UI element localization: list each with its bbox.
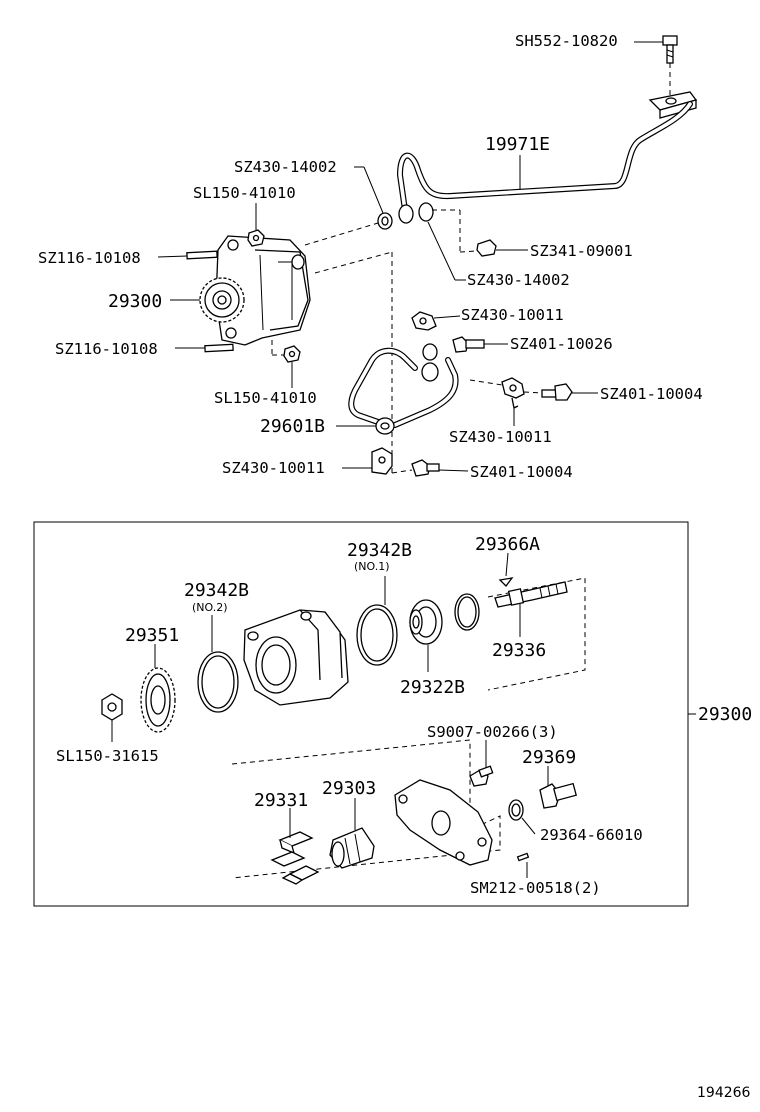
label-sl150-41010-lower: SL150-41010	[214, 389, 317, 407]
label-19971e: 19971E	[485, 134, 550, 155]
gear-29351[interactable]	[140, 667, 176, 733]
label-sz401-10026: SZ401-10026	[510, 335, 613, 353]
oil-pipe-19971e[interactable]	[397, 101, 693, 224]
pump-end-plate[interactable]	[394, 779, 493, 866]
label-29366a: 29366A	[475, 534, 540, 555]
label-no1: (NO.1)	[354, 560, 390, 573]
label-no2: (NO.2)	[192, 601, 228, 614]
bolt-sz341-09001[interactable]	[459, 239, 497, 257]
label-sz341-09001: SZ341-09001	[530, 242, 633, 260]
gasket-sz430-14002-upper[interactable]	[377, 212, 393, 230]
bolt-sz401-10004-a[interactable]	[469, 379, 573, 401]
vacuum-pump-assembly-upper[interactable]	[199, 235, 311, 346]
clamp-sz430-10011-b[interactable]	[501, 377, 525, 409]
label-sz430-14002-upper: SZ430-14002	[234, 158, 337, 176]
label-sm212-00518: SM212-00518(2)	[470, 879, 601, 897]
label-29300-box: 29300	[698, 704, 752, 725]
label-s9007-00266: S9007-00266(3)	[427, 723, 558, 741]
label-sz401-10004-b: SZ401-10004	[470, 463, 573, 481]
label-sl150-31615: SL150-31615	[56, 747, 159, 765]
label-29322b: 29322B	[400, 677, 465, 698]
clamp-sz430-10011-c[interactable]	[371, 447, 393, 475]
label-29351: 29351	[125, 625, 179, 646]
nut-sl150-41010-lower[interactable]	[271, 340, 301, 363]
pump-housing[interactable]	[243, 609, 349, 706]
bolt-sh552-10820[interactable]	[662, 35, 678, 100]
nut-sl150-31615[interactable]	[101, 693, 123, 721]
valve-29369[interactable]	[539, 782, 578, 809]
label-29331: 29331	[254, 790, 308, 811]
label-29342b-no1: 29342B	[347, 540, 412, 561]
label-sz430-14002-mid: SZ430-14002	[467, 271, 570, 289]
shaft-29336[interactable]	[494, 581, 568, 608]
label-sh552-10820: SH552-10820	[515, 32, 618, 50]
clamp-sz430-10011-a[interactable]	[411, 311, 437, 331]
nut-sl150-41010-upper[interactable]	[247, 229, 265, 247]
vanes-29331[interactable]	[270, 831, 320, 885]
label-sz401-10004-a: SZ401-10004	[600, 385, 703, 403]
rotor-29303[interactable]	[329, 827, 375, 869]
label-sz430-10011-b: SZ430-10011	[449, 428, 552, 446]
label-29369: 29369	[522, 747, 576, 768]
stud-sz116-10108-upper[interactable]	[186, 250, 218, 260]
label-sz116-10108-lower: SZ116-10108	[55, 340, 158, 358]
label-29342b-no2: 29342B	[184, 580, 249, 601]
label-sz116-10108-upper: SZ116-10108	[38, 249, 141, 267]
bolt-sz401-10026[interactable]	[452, 336, 485, 353]
stud-sz116-10108-lower[interactable]	[204, 343, 234, 353]
o-ring-29342b-no1[interactable]	[356, 604, 398, 666]
label-29303: 29303	[322, 778, 376, 799]
label-29336: 29336	[492, 640, 546, 661]
pin-sm212-00518[interactable]	[516, 852, 530, 862]
bolt-sz401-10004-b[interactable]	[391, 459, 440, 477]
o-ring-29342b-no2[interactable]	[197, 651, 239, 713]
label-sz430-10011-a: SZ430-10011	[461, 306, 564, 324]
diagram-id: 194266	[697, 1085, 751, 1101]
snap-ring[interactable]	[454, 593, 480, 631]
bolt-s9007-00266[interactable]	[469, 765, 494, 787]
label-29300-upper: 29300	[108, 291, 162, 312]
label-29364-66010: 29364-66010	[540, 826, 643, 844]
gasket-29364-66010[interactable]	[508, 799, 524, 821]
bearing-29322b[interactable]	[409, 599, 443, 645]
label-29601b: 29601B	[260, 416, 325, 437]
label-sl150-41010-upper: SL150-41010	[193, 184, 296, 202]
oil-pipe-29601b[interactable]	[348, 343, 459, 435]
key-29366a[interactable]	[498, 577, 514, 587]
label-sz430-10011-c: SZ430-10011	[222, 459, 325, 477]
